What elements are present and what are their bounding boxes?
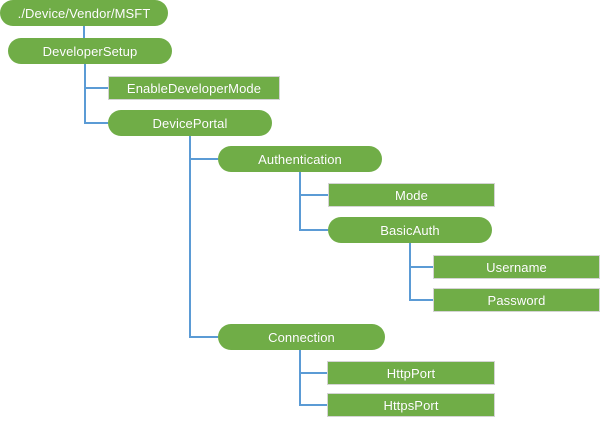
node-password-label: Password [487,292,546,308]
node-device-portal[interactable]: DevicePortal [108,110,272,136]
edge-basicauth-to-password [409,243,433,301]
node-username-label: Username [486,259,547,275]
node-connection[interactable]: Connection [218,324,385,350]
edge-deviceportal-to-connection [189,136,218,338]
edge-authentication-to-mode [299,172,328,196]
node-basic-auth[interactable]: BasicAuth [328,217,492,243]
edge-developersetup-to-deviceportal [84,64,108,124]
edge-deviceportal-to-authentication [189,136,218,160]
node-password[interactable]: Password [433,288,600,312]
node-developer-setup-label: DeveloperSetup [42,43,138,59]
node-connection-label: Connection [268,329,335,345]
node-enable-developer-mode-label: EnableDeveloperMode [126,80,262,96]
edge-developersetup-to-enabledevelopermode [84,64,108,89]
node-root[interactable]: ./Device/Vendor/MSFT [0,0,168,26]
node-http-port[interactable]: HttpPort [327,361,495,385]
node-mode[interactable]: Mode [328,183,495,207]
node-https-port[interactable]: HttpsPort [327,393,495,417]
edge-connection-to-httpsport [299,350,327,406]
node-root-label: ./Device/Vendor/MSFT [17,5,151,21]
node-basic-auth-label: BasicAuth [380,222,440,238]
node-mode-label: Mode [395,187,428,203]
node-authentication-label: Authentication [258,151,342,167]
node-https-port-label: HttpsPort [383,397,439,413]
node-username[interactable]: Username [433,255,600,279]
node-enable-developer-mode[interactable]: EnableDeveloperMode [108,76,280,100]
node-authentication[interactable]: Authentication [218,146,382,172]
node-device-portal-label: DevicePortal [152,115,228,131]
node-developer-setup[interactable]: DeveloperSetup [8,38,172,64]
edge-basicauth-to-username [409,243,433,268]
edge-authentication-to-basicauth [299,172,328,231]
edge-connection-to-httpport [299,350,327,374]
node-http-port-label: HttpPort [386,365,436,381]
